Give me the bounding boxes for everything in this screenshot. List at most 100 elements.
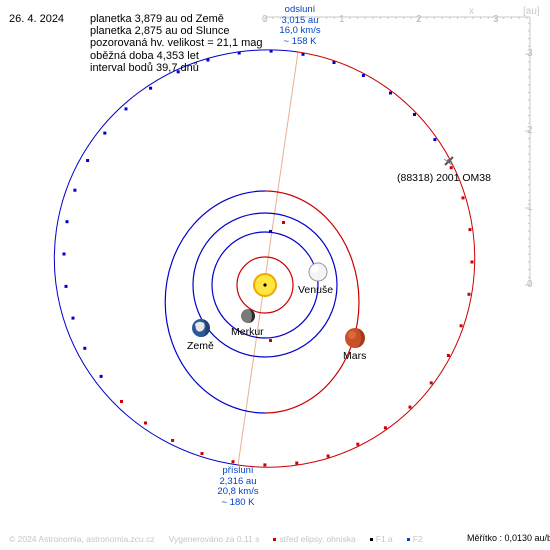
mercury-orbit	[236, 256, 294, 314]
orbit-point	[413, 113, 416, 116]
perihelion-temp: ~ 180 K	[221, 496, 255, 508]
orbit-point	[103, 131, 107, 135]
legend-f2: F2	[406, 534, 423, 544]
info-panel: planetka 3,879 au od Země planetka 2,875…	[90, 13, 263, 74]
orbit-point	[99, 374, 103, 378]
x-tick-label: 0	[262, 14, 268, 25]
orbit-point	[295, 461, 299, 465]
sun-icon	[253, 273, 277, 297]
mars-orbit-arc-red	[264, 190, 360, 414]
orbit-point	[326, 454, 330, 458]
x-tick-label: 3	[493, 14, 499, 25]
asteroid-icon	[443, 156, 454, 166]
apsis-line	[237, 51, 299, 466]
info-interval: interval bodů 39,7 dnů	[90, 61, 199, 74]
copyright-link[interactable]: © 2024 Astronomia, astronomia.zcu.cz	[9, 534, 155, 544]
info-sun-distance: planetka 2,875 au od Slunce	[90, 25, 230, 38]
aphelion-title: odsluní	[284, 4, 316, 15]
orbit-point	[429, 381, 433, 385]
asteroid-orbit-red	[237, 51, 476, 468]
info-earth-distance: planetka 3,879 au od Země	[90, 13, 224, 25]
earth-icon	[192, 319, 210, 337]
generated-time: Vygenerováno za 0,11 s	[168, 534, 260, 544]
orbit-points	[62, 49, 474, 467]
aphelion-temp: ~ 158 K	[283, 35, 317, 47]
orbit-point	[461, 196, 465, 200]
orbit-point	[408, 405, 412, 409]
y-ticks	[525, 22, 530, 286]
asteroid-name: (88318) 2001 OM38	[397, 172, 491, 184]
y-tick-label: 3	[527, 48, 533, 59]
orbit-point	[71, 316, 75, 320]
orbit-point	[383, 426, 387, 430]
orbit-point	[231, 460, 235, 464]
orbit-point	[467, 292, 471, 296]
orbit-point	[206, 58, 210, 62]
orbit-point	[144, 421, 147, 425]
orbit-point	[120, 400, 123, 403]
earth-orbit	[192, 212, 338, 358]
legend-f1: F1 a	[369, 534, 393, 544]
x-axis-label: x	[469, 6, 474, 17]
orbit-point	[83, 346, 87, 350]
orbit-point	[389, 91, 392, 95]
mars-orbit-arc-blue	[164, 190, 266, 414]
mars-icon	[345, 328, 365, 348]
scale-label: Měřítko : 0,0130 au/bod	[467, 533, 550, 543]
venus-label: Venuše	[298, 284, 334, 296]
orbit-point	[200, 452, 204, 455]
earth-label: Země	[187, 340, 214, 352]
orbit-point	[73, 188, 77, 192]
aphelion-distance: 3,015 au	[281, 14, 319, 26]
legend-red-square-icon	[273, 538, 277, 542]
y-tick-label: 0	[527, 279, 533, 290]
orbit-point	[263, 463, 267, 467]
orbit-point	[171, 439, 175, 442]
orbit-point	[176, 70, 180, 74]
x-ticks	[264, 17, 528, 22]
legend-blue-square-icon	[406, 538, 410, 542]
orbit-point	[459, 324, 463, 328]
orbit-marker	[282, 221, 285, 224]
asteroid-orbit-blue	[53, 49, 299, 466]
perihelion-distance: 2,316 au	[219, 475, 257, 487]
venus-orbit	[211, 231, 319, 339]
orbit-point	[446, 354, 450, 357]
mars-label: Mars	[343, 350, 367, 362]
orbit-point	[124, 107, 128, 111]
orbit-point	[149, 86, 153, 90]
orbit-point	[62, 252, 66, 256]
perihelion-label: přísluní 2,316 au 20,8 km/s ~ 180 K	[205, 465, 271, 508]
orbit-point	[332, 61, 336, 64]
orbit-point	[269, 49, 273, 53]
planet-orbits	[164, 190, 360, 414]
orbit-point	[433, 138, 437, 142]
aphelion-label: odsluní 3,015 au 16,0 km/s ~ 158 K	[271, 4, 329, 47]
orbit-point	[301, 52, 305, 56]
y-tick-label: 1	[527, 202, 533, 213]
orbit-point	[470, 260, 474, 264]
orbit-point	[65, 220, 69, 224]
perihelion-speed: 20,8 km/s	[217, 486, 259, 497]
orbit-point	[237, 51, 241, 55]
orbit-point	[468, 228, 472, 232]
mercury-icon	[241, 309, 255, 323]
aphelion-speed: 16,0 km/s	[279, 25, 321, 36]
orbit-point	[449, 166, 453, 170]
axis-unit-label: [au]	[523, 6, 540, 17]
orbit-point	[64, 284, 68, 288]
legend-black-square-icon	[369, 538, 373, 542]
perihelion-title: přísluní	[222, 465, 254, 476]
axes	[264, 16, 531, 286]
legend-center: střed elipsy, ohniska	[273, 534, 356, 544]
orbit-point	[86, 159, 90, 162]
x-tick-label: 2	[416, 14, 422, 25]
orbit-point	[361, 74, 365, 77]
asteroid-orbit	[53, 49, 476, 468]
orbit-marker	[269, 339, 272, 342]
venus-icon	[308, 262, 328, 282]
orbit-point	[356, 442, 360, 446]
x-tick-label: 1	[339, 14, 345, 25]
footer: © 2024 Astronomia, astronomia.zcu.cz Vyg…	[9, 534, 437, 544]
